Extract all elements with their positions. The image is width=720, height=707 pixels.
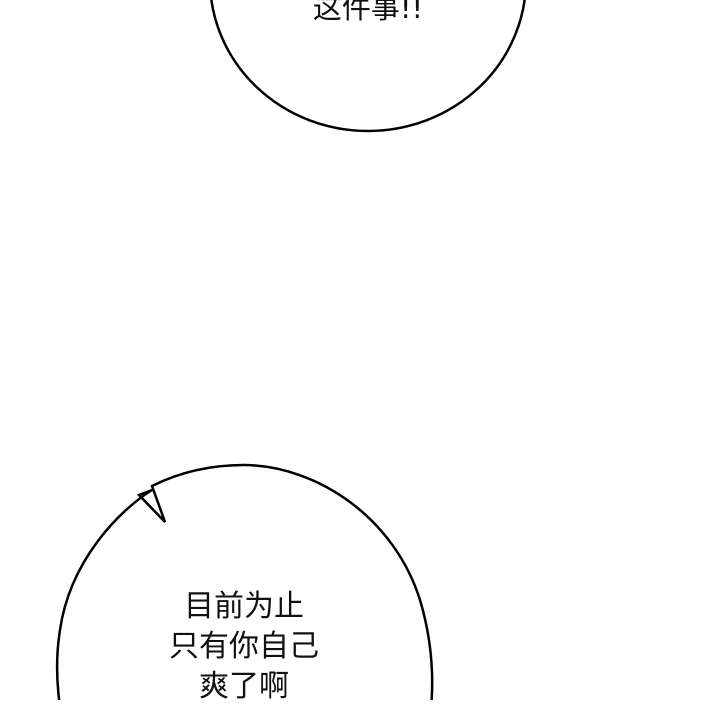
bottom-speech-bubble — [55, 463, 434, 700]
top-bubble-text: 这件事!! — [268, 0, 468, 28]
bottom-bubble-line: 爽了啊 — [199, 669, 289, 704]
top-bubble-line: 这件事!! — [312, 0, 424, 25]
top-speech-bubble — [210, 0, 526, 133]
bottom-bubble-line: 目前为止 — [184, 589, 304, 624]
bottom-bubble-line: 只有你自己 — [169, 629, 319, 664]
bottom-bubble-text: 目前为止 只有你自己 爽了啊 — [144, 587, 344, 707]
